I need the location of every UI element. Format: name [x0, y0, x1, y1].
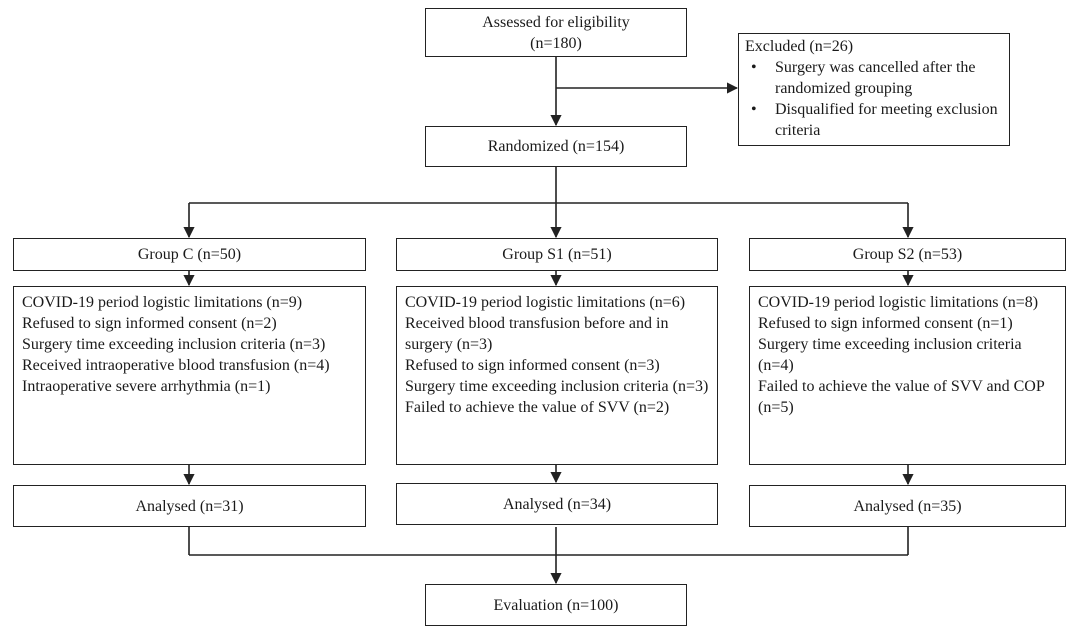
group-s2-reasons: COVID-19 period logistic limitations (n=…: [749, 286, 1066, 465]
reason-item: Surgery time exceeding inclusion criteri…: [22, 336, 326, 353]
reason-item: Failed to achieve the value of SVV (n=2): [405, 399, 670, 416]
reason-item: COVID-19 period logistic limitations (n=…: [758, 294, 1039, 311]
assessed-label: Assessed for eligibility: [482, 13, 630, 31]
group-s1-box: Group S1 (n=51): [396, 238, 718, 271]
reason-item: Failed to achieve the value of SVV and C…: [758, 378, 1045, 416]
group-c-analysed: Analysed (n=31): [13, 485, 366, 527]
group-s1-analysed: Analysed (n=34): [396, 483, 718, 525]
analysed-label: Analysed (n=34): [502, 495, 612, 513]
excluded-box: Excluded (n=26) Surgery was cancelled af…: [738, 33, 1010, 146]
analysed-label: Analysed (n=31): [135, 497, 244, 515]
reason-item: COVID-19 period logistic limitations (n=…: [22, 294, 303, 311]
randomized-box: Randomized (n=154): [425, 126, 687, 167]
randomized-label: Randomized (n=154): [487, 138, 625, 155]
group-c-reasons: COVID-19 period logistic limitations (n=…: [13, 286, 366, 465]
evaluation-box: Evaluation (n=100): [425, 584, 687, 626]
assessed-count: (n=180): [530, 34, 582, 52]
evaluation-label: Evaluation (n=100): [493, 596, 619, 614]
excluded-item: Disqualified for meeting exclusion crite…: [751, 99, 1003, 141]
group-s2-box: Group S2 (n=53): [749, 238, 1066, 271]
reason-item: Refused to sign informed consent (n=3): [405, 357, 660, 374]
group-c-box: Group C (n=50): [13, 238, 366, 271]
group-c-label: Group C (n=50): [137, 246, 242, 263]
excluded-item: Surgery was cancelled after the randomiz…: [751, 57, 1003, 99]
reason-item: Refused to sign informed consent (n=2): [22, 315, 277, 332]
group-s2-label: Group S2 (n=53): [852, 246, 963, 263]
assessed-box: Assessed for eligibility (n=180): [425, 8, 687, 57]
reason-item: Received blood transfusion before and in…: [405, 315, 669, 353]
excluded-title: Excluded (n=26): [745, 38, 854, 55]
reason-item: Surgery time exceeding inclusion criteri…: [758, 336, 1022, 374]
group-s1-label: Group S1 (n=51): [502, 246, 612, 263]
reason-item: Received intraoperative blood transfusio…: [22, 357, 330, 374]
group-s2-analysed: Analysed (n=35): [749, 485, 1066, 527]
reason-item: Intraoperative severe arrhythmia (n=1): [22, 378, 271, 395]
reason-item: Surgery time exceeding inclusion criteri…: [405, 378, 709, 395]
analysed-label: Analysed (n=35): [853, 497, 962, 515]
group-s1-reasons: COVID-19 period logistic limitations (n=…: [396, 286, 718, 465]
reason-item: COVID-19 period logistic limitations (n=…: [405, 294, 686, 311]
reason-item: Refused to sign informed consent (n=1): [758, 315, 1013, 332]
